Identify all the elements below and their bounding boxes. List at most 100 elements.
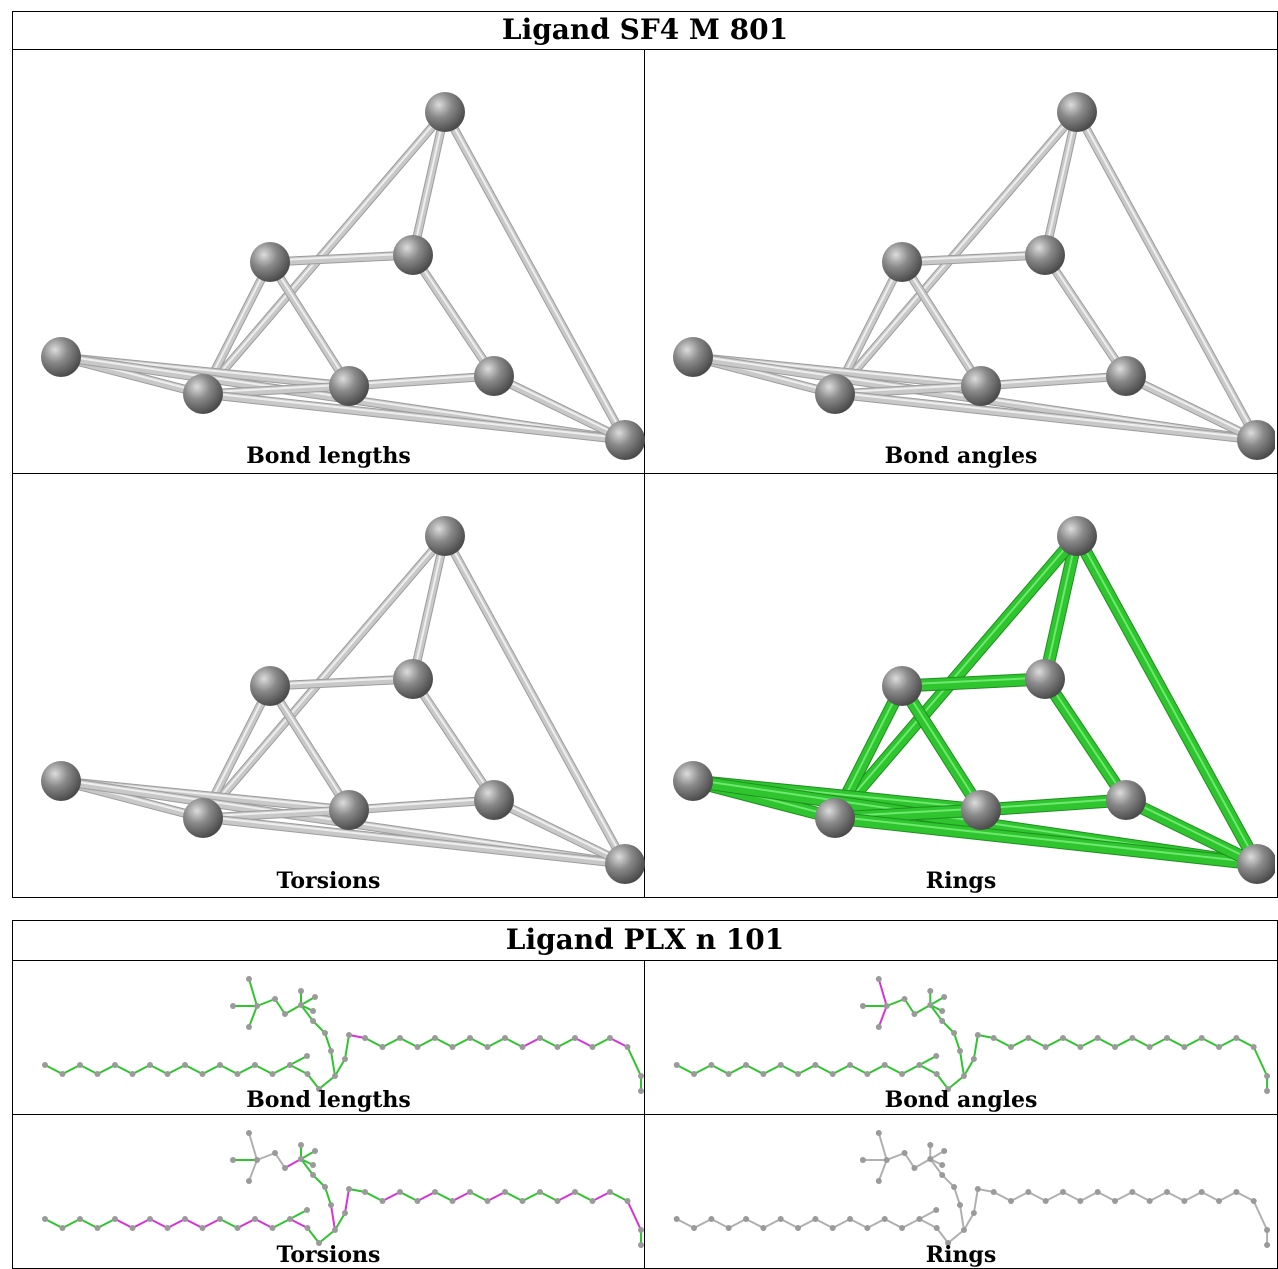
chain-bond <box>504 1191 524 1202</box>
chain-atom <box>312 994 318 1000</box>
bond-highlight <box>901 259 982 386</box>
chain-atom <box>957 1048 963 1054</box>
chain-atom <box>112 1216 118 1222</box>
panel-caption: Rings <box>925 1242 997 1268</box>
bond-highlight <box>834 109 1078 394</box>
chain-bond <box>166 1064 186 1075</box>
bond-highlight <box>1076 533 1258 864</box>
chain-atom <box>1250 1198 1257 1204</box>
atom <box>1057 92 1097 132</box>
panel-caption: Bond lengths <box>246 443 411 469</box>
chain-atom <box>673 1216 680 1222</box>
atom <box>605 844 645 884</box>
chain-bond <box>1079 1191 1099 1202</box>
atom <box>183 798 223 838</box>
chain-atom <box>795 1225 802 1231</box>
chain-atom <box>1164 1189 1171 1195</box>
chain-atom <box>164 1225 171 1231</box>
chain-bond <box>1062 1191 1082 1202</box>
chain-atom <box>864 1225 871 1231</box>
chain-atom <box>112 1062 118 1068</box>
chain-bond <box>929 1004 944 1022</box>
chain-bond <box>1148 1037 1169 1048</box>
chain-bond <box>364 1037 384 1048</box>
chain-bond <box>556 1037 576 1048</box>
chain-atom <box>94 1225 101 1231</box>
atom <box>393 235 433 275</box>
atom <box>673 337 713 377</box>
chain-atom <box>129 1225 136 1231</box>
bond-highlight <box>1125 373 1258 440</box>
chain-atom <box>1008 1198 1015 1204</box>
chain-atom <box>272 1150 278 1156</box>
chain-atom <box>974 1186 981 1192</box>
bond-highlight <box>444 109 626 440</box>
chain-bond <box>248 1159 258 1182</box>
chain-bond <box>901 1064 921 1075</box>
chain-bond <box>1148 1191 1169 1202</box>
chain-atom <box>1264 1242 1271 1248</box>
chain-atom <box>1181 1044 1188 1050</box>
chain-bond <box>248 978 258 1007</box>
chain-bond <box>1010 1037 1030 1048</box>
chain-atom <box>1264 1073 1271 1079</box>
chain-atom <box>316 1240 322 1246</box>
chain-atom <box>310 1172 316 1178</box>
chain-atom <box>941 1148 948 1154</box>
sf4-row-top: Bond lengths Bond angles <box>13 50 1277 474</box>
bond <box>977 372 1130 390</box>
chain-atom <box>1077 1198 1084 1204</box>
chain-bond <box>918 1209 938 1220</box>
chain-bond <box>344 1188 350 1214</box>
chain-bond <box>913 1004 932 1015</box>
chain-bond <box>254 1218 274 1229</box>
chain-atom <box>624 1198 631 1204</box>
bond <box>345 372 498 390</box>
chain-bond <box>947 1229 965 1244</box>
chain-bond <box>959 1204 965 1231</box>
chain-bond <box>675 1218 696 1229</box>
chain-bond <box>469 1037 489 1048</box>
chain-atom <box>147 1216 153 1222</box>
chain-bond <box>1010 1191 1030 1202</box>
chain-atom <box>829 1225 836 1231</box>
chain-atom <box>519 1198 526 1204</box>
chain-atom <box>916 1062 923 1068</box>
chain-bond <box>831 1218 852 1229</box>
chain-bond <box>935 1073 950 1090</box>
bond <box>831 390 1261 444</box>
chain-bond <box>334 1058 346 1077</box>
panel-caption: Bond angles <box>884 1087 1038 1113</box>
chain-atom <box>199 1225 206 1231</box>
chain-bond <box>1166 1191 1186 1202</box>
chain-atom <box>94 1071 101 1077</box>
chain-atom <box>246 1024 252 1030</box>
chain-bond <box>300 1158 314 1176</box>
chain-atom <box>899 1071 906 1077</box>
chain-bond <box>849 1218 869 1229</box>
chain-bond <box>1027 1037 1047 1048</box>
bond-highlight <box>202 391 626 440</box>
chain-atom <box>875 1178 882 1184</box>
atom <box>882 666 922 706</box>
chain-bond <box>762 1218 782 1229</box>
chain-atom <box>332 1073 338 1079</box>
chain-atom <box>1112 1044 1119 1050</box>
chain-atom <box>638 1227 644 1233</box>
plx-figure-table: Ligand PLX n 101 Bond lengths Bond angle… <box>12 920 1278 1269</box>
chain-atom <box>1094 1035 1101 1041</box>
chain-atom <box>59 1071 66 1077</box>
chain-bond <box>289 1209 308 1220</box>
bond-highlight <box>834 815 1258 864</box>
chain-bond <box>256 1152 276 1161</box>
bond-highlight <box>1125 797 1258 864</box>
chain-bond <box>166 1218 186 1229</box>
chain-atom <box>1129 1035 1136 1041</box>
chain-atom <box>1233 1189 1240 1195</box>
chain-bond <box>254 1064 274 1075</box>
bond-highlight <box>269 259 350 386</box>
chain-bond <box>184 1218 204 1229</box>
bond <box>1122 372 1261 444</box>
atom <box>474 356 514 396</box>
chain-atom <box>638 1242 644 1248</box>
